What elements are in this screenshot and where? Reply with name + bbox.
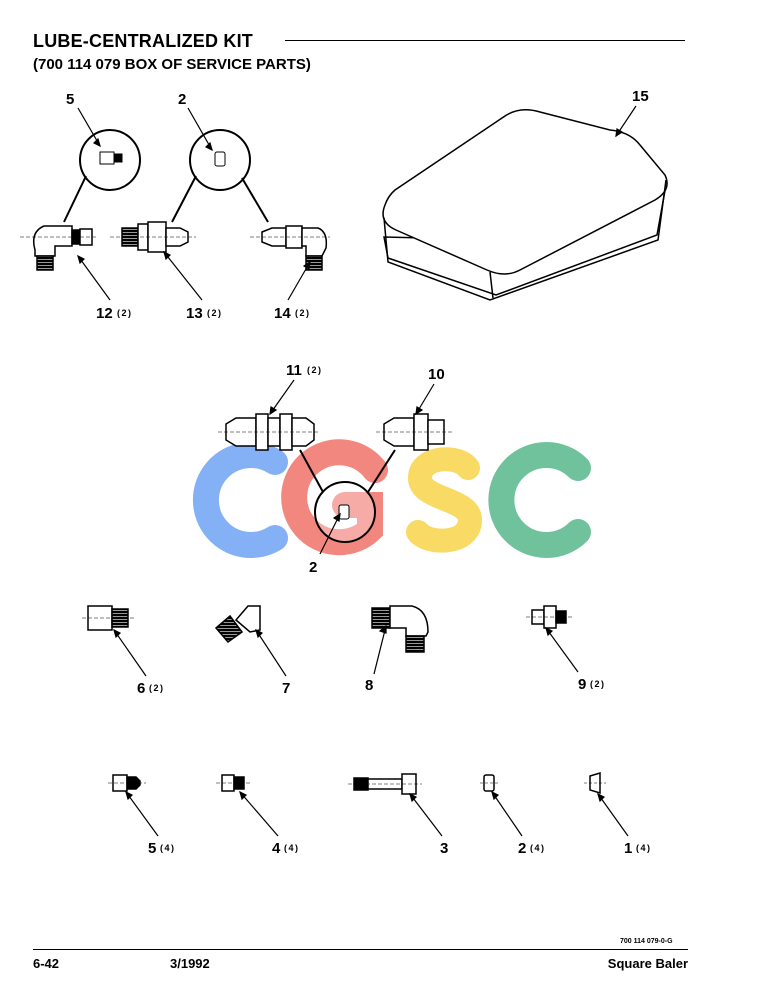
page-number: 6-42 [33, 956, 60, 971]
detail-circle-5 [63, 129, 141, 223]
part-8-elbow [371, 605, 429, 653]
callout-4: 4 [272, 840, 281, 857]
callout-4-qty: (4) [284, 843, 300, 853]
page-subtitle: (700 114 079 BOX OF SERVICE PARTS) [33, 56, 311, 73]
title-rule [285, 40, 685, 41]
callout-15: 15 [632, 88, 649, 105]
part-6-adapter [82, 605, 134, 631]
part-11-union [218, 413, 320, 451]
part-13-union [110, 221, 196, 253]
callout-labels: 5 2 15 12 (2) 13 (2) 14 (2) 11 (2) 10 2 … [66, 88, 652, 857]
detail-circle-2 [171, 129, 269, 223]
callout-10: 10 [428, 366, 445, 383]
callout-2-top: 2 [178, 91, 186, 108]
callout-6-qty: (2) [149, 683, 165, 693]
callout-5-top: 5 [66, 91, 74, 108]
callout-3: 3 [440, 840, 448, 857]
callout-8: 8 [365, 677, 373, 694]
part-7-elbow-45 [214, 605, 261, 644]
part-14-elbow [250, 225, 330, 271]
callout-2-qty: (4) [530, 843, 546, 853]
callout-7: 7 [282, 680, 290, 697]
callout-1: 1 [624, 840, 632, 857]
leader-lines [77, 105, 637, 837]
callout-2-mid: 2 [309, 559, 317, 576]
part-9-connector [526, 605, 572, 629]
callout-9: 9 [578, 676, 586, 693]
part-1-plug [584, 771, 606, 795]
illustration-reference-code: 700 114 079-0-G [620, 938, 673, 945]
callout-14-qty: (2) [295, 308, 311, 318]
callout-6: 6 [137, 680, 145, 697]
part-4-fitting [216, 774, 252, 792]
part-10-connector [376, 413, 452, 451]
callout-11-qty: (2) [307, 365, 323, 375]
callout-11: 11 [286, 362, 302, 379]
callout-1-qty: (4) [636, 843, 652, 853]
watermark-logo [192, 439, 591, 558]
callout-13: 13 [186, 305, 203, 322]
part-3-extension [348, 773, 422, 795]
callout-13-qty: (2) [207, 308, 223, 318]
service-box [382, 109, 668, 301]
footer-rule [33, 949, 688, 950]
product-name: Square Baler [607, 956, 688, 971]
callout-2: 2 [518, 840, 526, 857]
watermark-letter-c2 [488, 442, 591, 558]
detail-circle-2-mid [299, 449, 396, 543]
callout-12: 12 [96, 305, 113, 322]
revision-date: 3/1992 [170, 956, 210, 971]
part-12-elbow [20, 225, 96, 271]
callout-5-qty: (4) [160, 843, 176, 853]
watermark-letter-c1 [192, 442, 288, 558]
callout-9-qty: (2) [590, 679, 606, 689]
page-title: LUBE-CENTRALIZED KIT [33, 31, 253, 51]
callout-5: 5 [148, 840, 156, 857]
part-2-sleeve [480, 774, 498, 792]
callout-14: 14 [274, 305, 291, 322]
callout-12-qty: (2) [117, 308, 133, 318]
watermark-letter-s [406, 447, 483, 553]
part-5-fitting [108, 774, 146, 792]
